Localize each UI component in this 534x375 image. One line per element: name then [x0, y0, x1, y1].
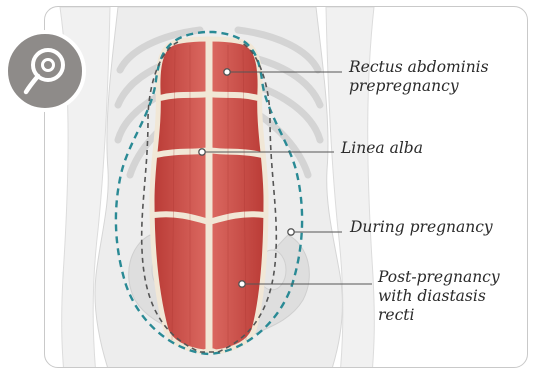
label-linea-line-1: Linea alba: [341, 139, 423, 158]
rectus-abdominis-muscle: [152, 39, 266, 352]
label-during-pregnancy: During pregnancy: [350, 218, 493, 237]
pregnancy-info-badge: [4, 30, 86, 112]
label-rectus-line-2: prepregnancy: [349, 77, 489, 96]
pregnancy-info-icon: [8, 34, 82, 108]
label-post-pregnancy: Post-pregnancy with diastasis recti: [378, 268, 500, 325]
label-post-line-2: with diastasis: [378, 287, 500, 306]
label-rectus-line-1: Rectus abdominis: [349, 58, 489, 77]
label-post-line-1: Post-pregnancy: [378, 268, 500, 287]
label-rectus-abdominis: Rectus abdominis prepregnancy: [349, 58, 489, 96]
label-during-line-1: During pregnancy: [350, 218, 493, 237]
label-linea-alba: Linea alba: [341, 139, 423, 158]
label-post-line-3: recti: [378, 306, 500, 325]
